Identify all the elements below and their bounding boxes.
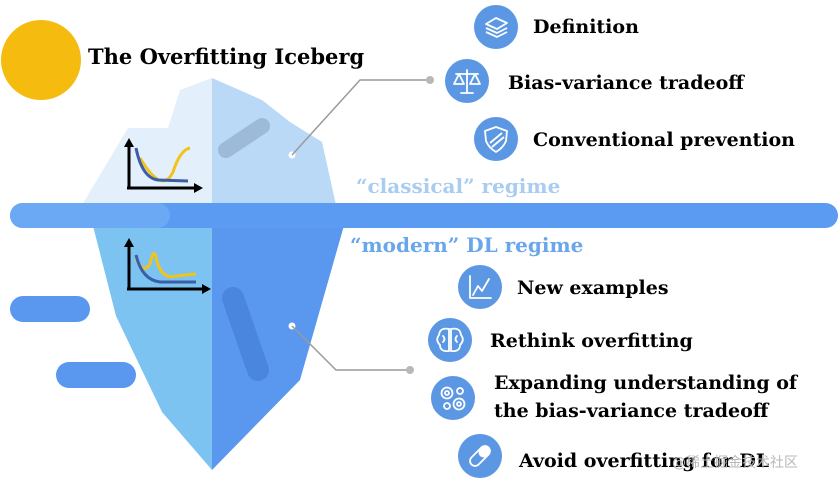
icon-circle — [474, 5, 518, 49]
connector-below-end-dot — [406, 366, 414, 374]
connector-above-end-dot — [426, 76, 434, 84]
classical-regime-label: “classical” regime — [356, 174, 560, 198]
iceberg-base-dark-face — [212, 222, 345, 470]
connector-below-line — [291, 325, 410, 371]
iceberg-tip-crack — [218, 118, 270, 158]
item-avoid-overfitting: Avoid overfitting for DL — [458, 434, 769, 478]
water-surface-bar — [10, 203, 838, 228]
item-label: Definition — [533, 16, 639, 38]
item-bias-variance-tradeoff: Bias-variance tradeoff — [445, 59, 745, 103]
water-line — [10, 203, 838, 228]
item-expanding-understanding: Expanding understanding of the bias-vari… — [431, 372, 799, 422]
wave-bar-lower — [56, 362, 136, 388]
connector-above — [288, 76, 434, 159]
classical-x-axis-arrow — [194, 183, 203, 193]
classical-risk-curve-graph — [124, 138, 203, 193]
pill-icon — [469, 445, 491, 467]
layers-icon — [485, 17, 508, 38]
line-chart-icon — [469, 275, 492, 299]
item-label: Rethink overfitting — [490, 330, 693, 352]
iceberg-base-crack — [222, 287, 269, 381]
sun — [1, 20, 81, 100]
classical-y-axis-arrow — [124, 138, 134, 147]
modern-train-risk-curve — [134, 254, 196, 284]
brain-icon — [436, 327, 464, 353]
icon-circle — [431, 376, 475, 420]
modern-x-axis-arrow — [202, 284, 211, 294]
watermark: @稀土掘金技术社区 — [672, 455, 798, 471]
gears-icon — [440, 386, 466, 411]
classical-train-risk-curve — [134, 147, 189, 183]
iceberg-below-water — [92, 222, 345, 470]
balance-scale-icon — [453, 69, 481, 94]
modern-y-axis-arrow — [124, 238, 134, 247]
connector-below — [288, 322, 414, 374]
icon-circle — [458, 265, 502, 309]
modern-regime-label: “modern” DL regime — [350, 233, 583, 257]
iceberg-tip-light-face — [82, 78, 212, 205]
shield-icon — [484, 126, 508, 153]
classical-test-risk-curve — [138, 146, 191, 183]
item-label: Bias-variance tradeoff — [508, 72, 745, 94]
modern-test-risk-curve — [134, 252, 197, 279]
item-new-examples: New examples — [458, 265, 669, 309]
item-definition: Definition — [474, 5, 639, 49]
item-label: Conventional prevention — [533, 129, 795, 151]
item-label-line-1: Expanding understanding of — [494, 372, 799, 394]
connector-above-line — [291, 79, 430, 156]
diagram-title: The Overfitting Iceberg — [88, 44, 364, 69]
item-rethink-overfitting: Rethink overfitting — [428, 318, 693, 362]
water-surface-highlight — [10, 203, 170, 228]
iceberg-above-water — [82, 78, 336, 205]
iceberg-tip-dark-face — [212, 78, 336, 205]
item-label: Avoid overfitting for DL — [518, 450, 769, 472]
item-label: New examples — [517, 277, 669, 299]
item-conventional-prevention: Conventional prevention — [474, 117, 795, 161]
modern-double-descent-graph — [124, 238, 211, 294]
iceberg-base-light-face — [92, 222, 212, 470]
item-label-line-2: the bias-variance tradeoff — [494, 400, 770, 422]
wave-bar-upper — [10, 296, 90, 322]
icon-circle — [428, 318, 472, 362]
